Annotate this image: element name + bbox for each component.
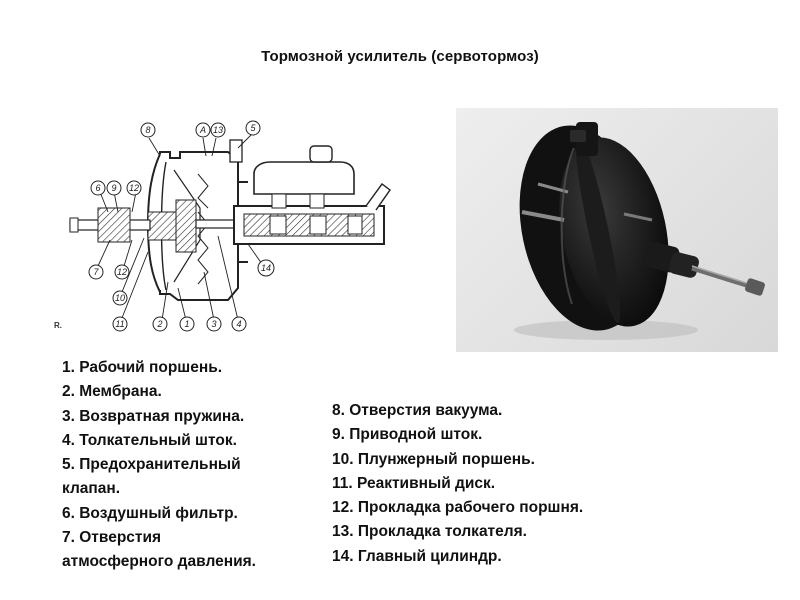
legend-item-3: 3. Возвратная пружина. <box>62 407 245 425</box>
legend-item-12: 12. Прокладка рабочего поршня. <box>332 499 584 517</box>
svg-text:14: 14 <box>261 263 271 273</box>
legend-left-column: 1. Рабочий поршень. 2. Мембрана. 3. Возв… <box>62 356 312 575</box>
svg-text:9: 9 <box>111 183 116 193</box>
svg-text:3: 3 <box>211 319 216 329</box>
slide-title: Тормозной усилитель (сервотормоз) <box>261 48 539 65</box>
callout-5: 5 <box>245 120 261 136</box>
callout-12-bottom: 12 <box>114 264 130 280</box>
legend-item-2: 2. Мембрана. <box>62 383 162 401</box>
legend-item-6: 6. Воздушный фильтр. <box>62 504 238 522</box>
legend-item-7: 7. Отверстия <box>62 529 162 547</box>
svg-text:1: 1 <box>184 319 189 329</box>
svg-text:A: A <box>199 125 206 135</box>
svg-text:2: 2 <box>156 319 162 329</box>
callout-4: 4 <box>231 316 247 332</box>
svg-text:13: 13 <box>213 125 223 135</box>
callout-11: 11 <box>112 316 128 332</box>
legend-right-column: 8. Отверстия вакуума. 9. Приводной шток.… <box>332 399 652 569</box>
svg-text:8: 8 <box>145 125 150 135</box>
svg-text:11: 11 <box>115 319 124 329</box>
callout-9: 9 <box>106 180 122 196</box>
legend-item-9: 9. Приводной шток. <box>332 426 483 444</box>
legend-item-5-cont: клапан. <box>62 480 121 498</box>
legend-item-4: 4. Толкательный шток. <box>62 431 237 449</box>
callout-12-top: 12 <box>126 180 142 196</box>
svg-text:12: 12 <box>129 183 139 193</box>
callout-8: 8 <box>140 122 156 138</box>
diagram-corner-mark: R. <box>54 321 62 330</box>
callout-3: 3 <box>206 316 222 332</box>
svg-text:4: 4 <box>236 319 241 329</box>
svg-text:12: 12 <box>117 267 127 277</box>
legend-item-13: 13. Прокладка толкателя. <box>332 523 527 541</box>
svg-text:10: 10 <box>115 293 125 303</box>
callout-7: 7 <box>88 264 104 280</box>
callout-14: 14 <box>257 259 275 277</box>
legend-item-10: 10. Плунжерный поршень. <box>332 450 535 468</box>
booster-photo <box>456 108 778 352</box>
legend-item-8: 8. Отверстия вакуума. <box>332 402 503 419</box>
legend-item-11: 11. Реактивный диск. <box>332 474 496 492</box>
callout-a: A <box>195 122 211 138</box>
svg-text:7: 7 <box>93 267 99 277</box>
callout-6: 6 <box>90 180 106 196</box>
legend-item-14: 14. Главный цилиндр. <box>332 547 502 565</box>
legend-item-5: 5. Предохранительный <box>62 456 241 474</box>
booster-cutaway-diagram: 8 A 13 5 6 9 12 7 12 10 11 <box>48 112 400 340</box>
svg-text:6: 6 <box>95 183 100 193</box>
callout-10: 10 <box>112 290 128 306</box>
callout-1: 1 <box>179 316 195 332</box>
legend-item-1: 1. Рабочий поршень. <box>62 359 223 376</box>
callout-13: 13 <box>210 122 226 138</box>
callout-2: 2 <box>152 316 168 332</box>
legend-item-7-cont: атмосферного давления. <box>62 553 256 571</box>
svg-text:5: 5 <box>250 123 256 133</box>
